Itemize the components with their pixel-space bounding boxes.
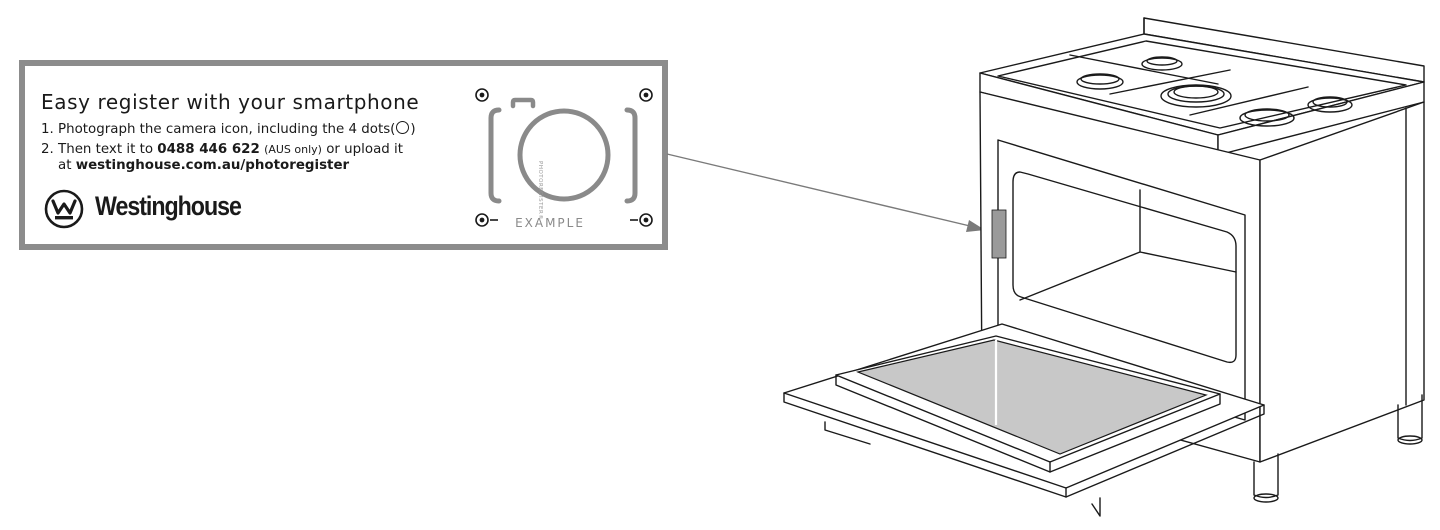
registration-dot-icon bbox=[475, 88, 489, 102]
example-label: EXAMPLE bbox=[515, 216, 585, 230]
step-2-suffix: or upload it bbox=[321, 142, 404, 157]
brand-name: Westinghouse bbox=[95, 191, 242, 221]
phone-number: 0488 446 622 bbox=[157, 142, 260, 157]
step-1: 1. Photograph the camera icon, including… bbox=[41, 121, 416, 138]
westinghouse-logo-icon bbox=[44, 189, 84, 229]
step-2: 2. Then text it to 0488 446 622 (AUS onl… bbox=[41, 141, 403, 158]
oven-illustration bbox=[783, 17, 1425, 517]
register-url: westinghouse.com.au/photoregister bbox=[75, 158, 350, 173]
registration-label: Easy register with your smartphone 1. Ph… bbox=[19, 60, 668, 250]
step-2-prefix: 2. Then text it to bbox=[41, 142, 158, 157]
step-2b-prefix: at bbox=[58, 158, 76, 173]
step-1-text: 1. Photograph the camera icon, including… bbox=[41, 122, 396, 137]
label-title: Easy register with your smartphone bbox=[41, 90, 420, 114]
westinghouse-logo: Westinghouse bbox=[43, 188, 263, 230]
region-note: (AUS only) bbox=[264, 143, 322, 156]
dot-symbol-icon bbox=[396, 121, 410, 134]
registration-dot-icon bbox=[475, 213, 498, 227]
step-1-tail: ) bbox=[410, 122, 416, 137]
registration-dot-icon bbox=[630, 213, 653, 227]
camera-icon bbox=[475, 88, 653, 227]
registration-dot-icon bbox=[639, 88, 653, 102]
step-2-continued: at westinghouse.com.au/photoregister bbox=[58, 157, 349, 174]
